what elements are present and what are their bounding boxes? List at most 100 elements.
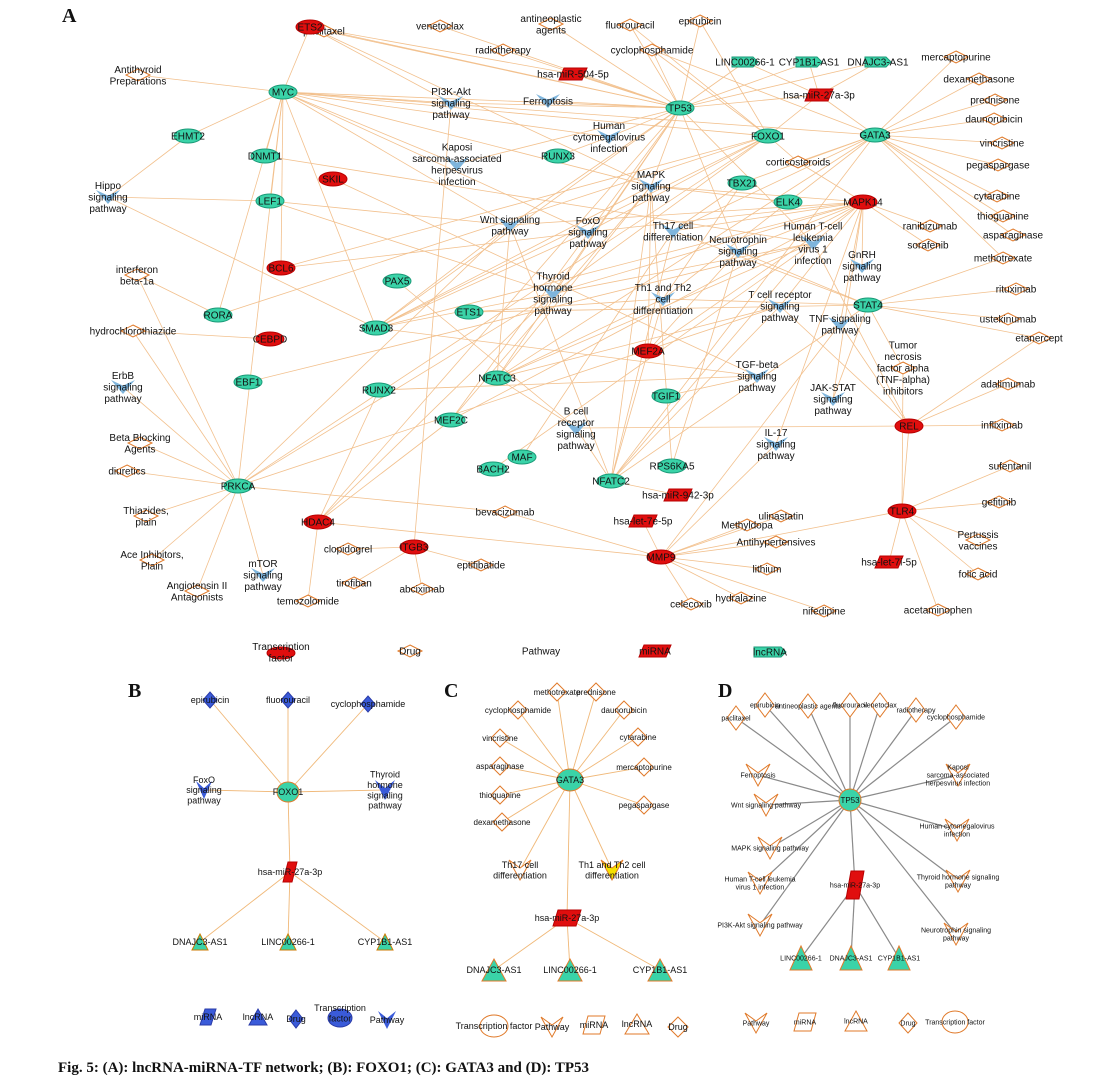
tf-node-nfatc3 <box>482 370 512 386</box>
tf-node-skil <box>318 171 348 187</box>
tf-node-ebf1 <box>233 374 263 390</box>
d-mirna-label: hsa-miR-27a-3p <box>830 883 880 890</box>
legend-a-tf-shape <box>266 646 296 660</box>
tf-node-gata3 <box>860 127 890 143</box>
tf-label-ets2: ETS2 <box>297 23 322 34</box>
b-drug-label-cyclophosphamide: cyclophosphamide <box>331 699 406 709</box>
tf-node-tlr4 <box>887 503 917 519</box>
c-legend-pathway-shape <box>540 1016 564 1039</box>
drug-node-ace-inhibitors-plain <box>138 553 166 567</box>
c-drug-node-prednisone <box>586 682 606 702</box>
d-drug-node-radiotherapy <box>906 697 926 723</box>
d-drug-node-venetoclax <box>870 692 890 718</box>
pathway-node-wnt-signaling-pathway <box>498 218 522 232</box>
drug-label-prednisone: prednisone <box>970 96 1020 107</box>
tf-node-bach2 <box>478 461 508 477</box>
d-drug-label-fluorouracil: fluorouracil <box>833 703 868 710</box>
drug-node-lithium <box>753 562 781 576</box>
lncrna-label-linc00266-1: LINC00266-1 <box>715 58 775 69</box>
b-pathway-node-thyroid <box>375 780 395 800</box>
drug-node-folic-acid <box>964 567 992 581</box>
tf-node-lef1 <box>255 193 285 209</box>
mirna-label-hsa-let-7e-5p: hsa-let-7e-5p <box>614 517 673 528</box>
tf-label-prkca: PRKCA <box>221 482 256 493</box>
c-legend-lncrna: lncRNA <box>622 1019 653 1029</box>
d-legend-pathway-shape <box>744 1012 768 1035</box>
mirna-node-hsa-let-7i-5p <box>874 555 904 569</box>
c-drug-label-thioguanine: thioguanine <box>479 791 521 800</box>
drug-node-vincristine <box>988 136 1016 150</box>
c-drug-node-daunorubicin <box>614 700 634 720</box>
drug-node-abciximab <box>408 582 436 596</box>
tf-node-mef2a <box>633 343 663 359</box>
drug-node-diuretics <box>113 464 141 478</box>
drug-label-folic-acid: folic acid <box>959 570 998 581</box>
tf-label-hdac4: HDAC4 <box>301 518 335 529</box>
tf-node-maf <box>507 449 537 465</box>
pathway-node-erbb-signaling-pathway <box>111 380 135 394</box>
drug-node-gefitinib <box>985 495 1013 509</box>
drug-node-asparaginase <box>999 228 1027 242</box>
d-legend-mirna-shape <box>793 1012 817 1032</box>
tf-node-foxo1 <box>753 128 783 144</box>
drug-label-ulinastatin: ulinastatin <box>758 512 803 523</box>
c-legend-pathway: Pathway <box>535 1022 570 1032</box>
drug-label-tirofiban: tirofiban <box>336 579 372 590</box>
d-legend-lncrna-shape <box>844 1009 868 1032</box>
lncrna-node-cyp1b1-as1 <box>795 56 823 68</box>
tf-label-tbx21: TBX21 <box>727 179 758 190</box>
drug-label-ace-inhibitors-plain: Ace Inhibitors,Plain <box>120 550 183 573</box>
tf-node-stat4 <box>853 297 883 313</box>
drug-label-cyclophosphamide: cyclophosphamide <box>611 46 694 57</box>
tf-node-tgif1 <box>651 388 681 404</box>
drug-node-thiazides-plain <box>132 509 160 523</box>
pathway-node-foxo-signaling-pathway <box>576 225 600 239</box>
tf-node-itgb3 <box>399 539 429 555</box>
tf-label-nfatc3: NFATC3 <box>478 374 516 385</box>
tf-label-runx3: RUNX3 <box>541 152 575 163</box>
tf-label-rel: REL <box>899 422 919 433</box>
d-legend-pathway: Pathway <box>743 1021 770 1028</box>
d-pathway-node-ferroptosis <box>745 763 771 788</box>
d-pathway-node-pi3k-akt-signaling-pathway <box>747 913 773 938</box>
tf-node-nfatc2 <box>596 473 626 489</box>
tf-node-ets2 <box>295 19 325 35</box>
b-legend-mirna-shape <box>199 1008 217 1026</box>
drug-node-venetoclax <box>426 19 454 33</box>
c-legend-drug: Drug <box>668 1022 688 1032</box>
b-pathway-node-foxo <box>196 781 212 799</box>
b-lncrna-label-cyp1b1-as1: CYP1B1-AS1 <box>358 937 413 947</box>
tf-label-cebpd: CEBPD <box>253 335 287 346</box>
drug-label-dexamethasone: dexamethasone <box>943 75 1015 86</box>
drug-node-sufentanil <box>996 459 1024 473</box>
drug-label-ranibizumab: ranibizumab <box>903 222 958 233</box>
drug-label-ustekinumab: ustekinumab <box>980 315 1037 326</box>
tf-node-ets1 <box>454 304 484 320</box>
c-lncrna-label-cyp1b1-as1: CYP1B1-AS1 <box>633 965 688 975</box>
tf-label-ets1: ETS1 <box>456 308 481 319</box>
mirna-label-hsa-mir-942-3p: hsa-miR-942-3p <box>642 491 714 502</box>
b-legend-drug: Drug <box>286 1014 306 1024</box>
tf-label-itgb3: ITGB3 <box>400 543 429 554</box>
tf-label-runx2: RUNX2 <box>362 386 396 397</box>
tf-label-smad3: SMAD3 <box>359 324 394 335</box>
tf-label-bcl6: BCL6 <box>268 264 293 275</box>
legend-a-mirna-shape <box>638 644 672 658</box>
drug-label-methyldopa: Methyldopa <box>721 521 773 532</box>
edges-layer <box>107 20 1040 971</box>
d-pathway-node-kaposi-sarcoma-associated-herpesvirus-infection <box>945 763 971 788</box>
tf-node-rora <box>203 307 233 323</box>
b-legend-mirna: miRNA <box>194 1012 223 1022</box>
drug-label-etanercept: etanercept <box>1015 334 1062 345</box>
mirna-label-hsa-mir-504-5p: hsa-miR-504-5p <box>537 70 609 81</box>
c-drug-node-mercaptopurine <box>634 757 654 777</box>
